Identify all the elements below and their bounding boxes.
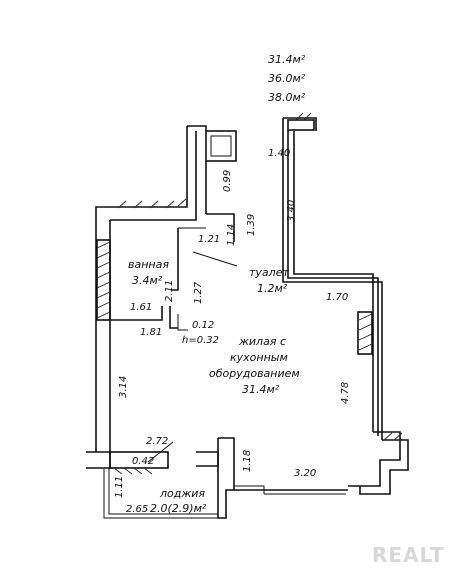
wall-top-left-c [110, 131, 197, 221]
walls [86, 117, 409, 519]
dim-1-39: 1.39 [246, 214, 257, 236]
summary-area-2: 36.0м² [268, 72, 306, 85]
dim-2-72: 2.72 [146, 436, 168, 447]
hatch-bottom-right [383, 432, 403, 441]
dim-1-40: 1.40 [268, 148, 290, 159]
hatch-top-left [117, 198, 187, 209]
bathroom-name: ванная [128, 258, 169, 271]
dim-3-14: 3.14 [118, 376, 129, 398]
dim-1-70: 1.70 [326, 292, 348, 303]
toilet-leader [192, 251, 238, 267]
loggia-outline-inner [108, 468, 218, 515]
dim-0-42: 0.42 [132, 456, 154, 467]
dim-1-14: 1.14 [226, 224, 237, 246]
dim-h-0-32: h=0.32 [182, 335, 219, 346]
toilet-name: туалет [249, 266, 289, 279]
living-name-2: кухонным [230, 351, 288, 364]
dim-1-18: 1.18 [242, 450, 253, 472]
wall-top-right-a [283, 117, 317, 131]
dim-3-20: 3.20 [294, 468, 316, 479]
dim-3-40: 3.40 [286, 200, 297, 222]
wall-right-outer [282, 118, 383, 440]
bathroom-area: 3.4м² [132, 274, 163, 287]
dim-2-11: 2.11 [164, 280, 175, 302]
summary-area-3: 38.0м² [268, 91, 306, 104]
wall-right-mid [287, 130, 379, 436]
dim-leader-272 [147, 441, 174, 463]
dim-1-21: 1.21 [198, 234, 220, 245]
toilet-partition-b [172, 228, 179, 291]
bathroom-wall-block [96, 239, 111, 321]
dim-1-61: 1.61 [130, 302, 152, 313]
loggia-left-end [86, 451, 111, 469]
hatch-loggia [113, 467, 153, 475]
pier-bottom-a [196, 451, 219, 467]
living-name-3: оборудованием [209, 367, 300, 380]
dim-0-99: 0.99 [222, 170, 233, 192]
hatch-bathroom [96, 241, 111, 319]
window-right [357, 311, 373, 355]
loggia-area: 2.0(2.9)м² [150, 502, 207, 515]
wall-hatching [96, 112, 403, 475]
top-right-niche [287, 119, 315, 131]
wall-right-inner [293, 131, 374, 432]
bath-partition-b [169, 306, 178, 329]
dim-4-78: 4.78 [340, 382, 351, 404]
watermark-logo: REALT [372, 543, 445, 567]
wall-top-left-b [95, 126, 188, 215]
dim-1-11: 1.11 [114, 476, 125, 498]
dim-1-81: 1.81 [140, 327, 162, 338]
summary-area-1: 31.4м² [268, 53, 306, 66]
living-name-1: жилая с [238, 335, 286, 348]
wall-bottom-window-c [234, 485, 265, 494]
dim-2-65: 2.65 [126, 504, 148, 515]
bath-partition-c [177, 314, 188, 331]
loggia-front-wall [109, 451, 169, 469]
loggia-outline [103, 468, 218, 519]
vent-shaft [205, 130, 237, 162]
wall-bottom-right-a [359, 439, 409, 495]
dim-0-12: 0.12 [192, 320, 214, 331]
loggia-name: лоджия [159, 487, 205, 500]
toilet-partition-a [206, 213, 235, 242]
dim-1-27: 1.27 [193, 281, 204, 304]
living-area: 31.4м² [242, 383, 280, 396]
pier-bottom-b [217, 437, 235, 519]
toilet-area: 1.2м² [257, 282, 288, 295]
bath-partition-a [110, 306, 163, 321]
vent-shaft-inner [210, 135, 232, 157]
wall-top-left-a [187, 125, 207, 131]
wall-bottom-right-b [348, 431, 401, 487]
hatch-window-right [358, 313, 373, 351]
hatch-top-right [295, 112, 312, 121]
